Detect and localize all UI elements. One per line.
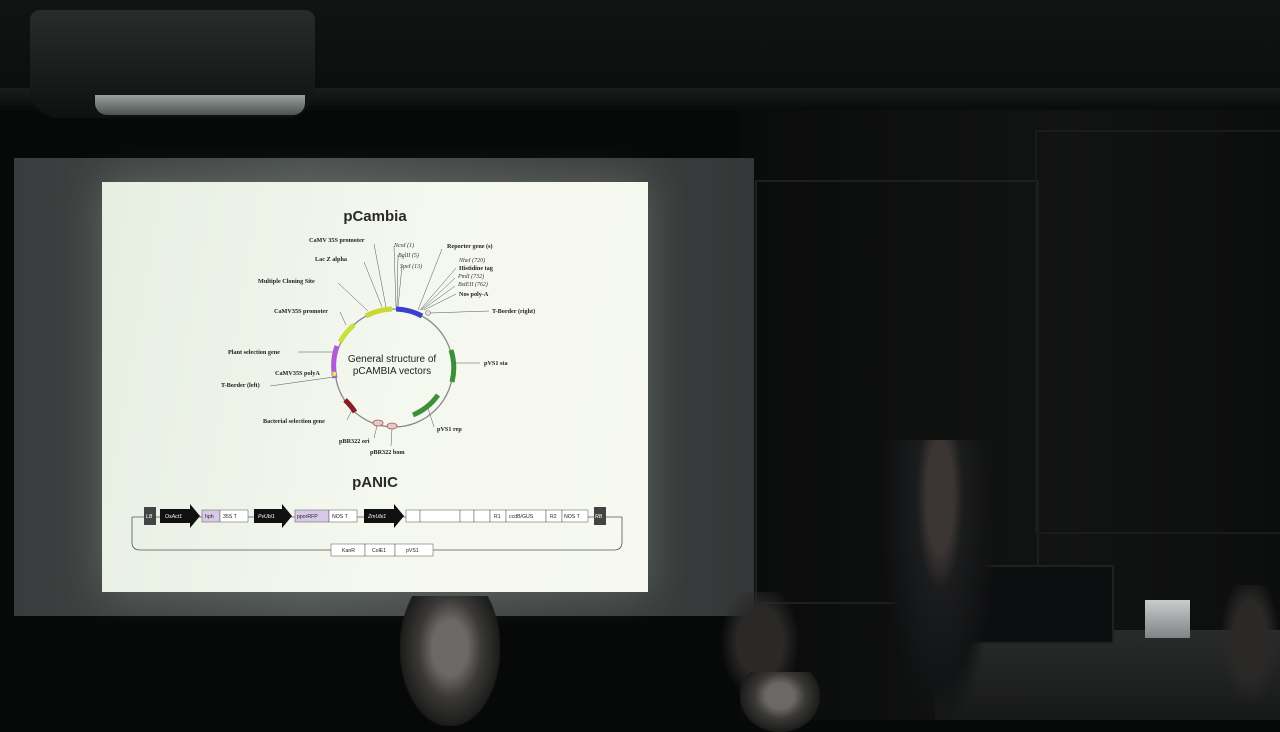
audience-head <box>400 596 500 726</box>
panic-35st-label: 35S T <box>223 514 238 520</box>
panic-pvs1-label: pVS1 <box>406 548 419 554</box>
panic-lb-label: LB <box>146 514 153 520</box>
panic-pvubi1-label: PvUbi1 <box>258 514 275 520</box>
panic-vector-map: LB OsAct1 hph 35S T PvUbi1 pporRFP NOS T… <box>102 182 648 592</box>
panic-nost-2-label: NOS T <box>564 514 581 520</box>
panic-hph-label: hph <box>205 514 214 520</box>
presentation-slide: pCambia <box>102 182 648 592</box>
panic-r1-label: R1 <box>494 514 501 520</box>
audience-head <box>740 672 820 732</box>
panic-r2-label: R2 <box>550 514 557 520</box>
panic-cole1-label: ColE1 <box>372 548 386 554</box>
laptop <box>1145 600 1190 638</box>
panic-zmubi1-label: ZmUbi1 <box>367 514 386 520</box>
panic-nost-1-label: NOS T <box>332 514 349 520</box>
panic-pporrfp-label: pporRFP <box>297 514 318 520</box>
panic-kanr-label: KanR <box>342 548 355 554</box>
wall-panel <box>1035 130 1280 534</box>
panic-ccdb-label: ccdB/GUS <box>509 514 534 520</box>
panic-rb-label: RB <box>595 514 603 520</box>
panic-osact1-label: OsAct1 <box>165 514 182 520</box>
audience-head <box>1220 585 1280 705</box>
projector-lens <box>95 95 305 115</box>
speaker-silhouette <box>885 440 995 720</box>
